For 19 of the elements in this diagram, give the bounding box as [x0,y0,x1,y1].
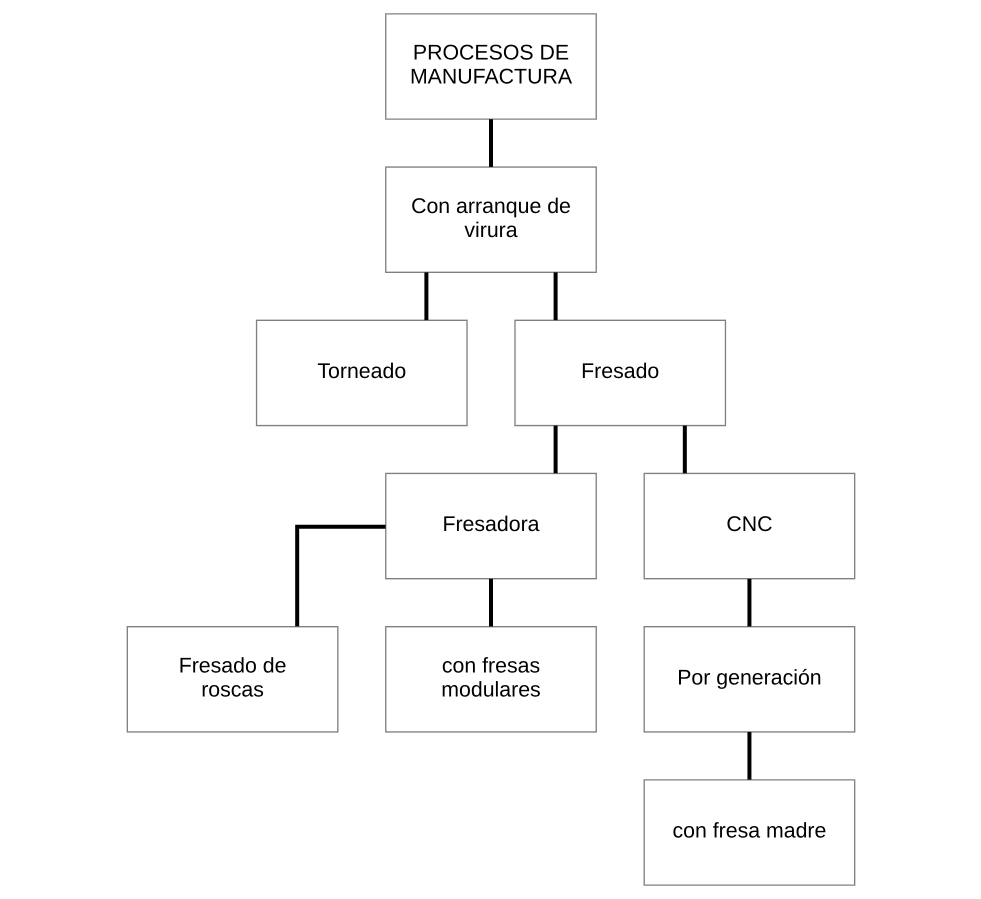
node-box: Por generación [643,626,855,733]
node-box: Fresado [514,320,726,426]
node-box: con fresa madre [643,779,855,886]
node-box: Fresadora [384,472,596,580]
node-box: Torneado [255,320,468,426]
node-box: PROCESOS DE MANUFACTURA [384,13,596,120]
connector [553,426,558,474]
node-box: CNC [643,472,855,580]
connector [553,272,558,320]
connector [682,426,686,474]
connector [424,272,428,320]
connector [746,732,751,780]
connector [294,524,386,626]
connector [488,119,492,167]
node-box: con fresas modulares [384,626,596,733]
node-box: Fresado de roscas [126,626,338,733]
connector [746,578,751,626]
connector [488,578,492,626]
node-box: Con arranque de virura [384,166,596,273]
